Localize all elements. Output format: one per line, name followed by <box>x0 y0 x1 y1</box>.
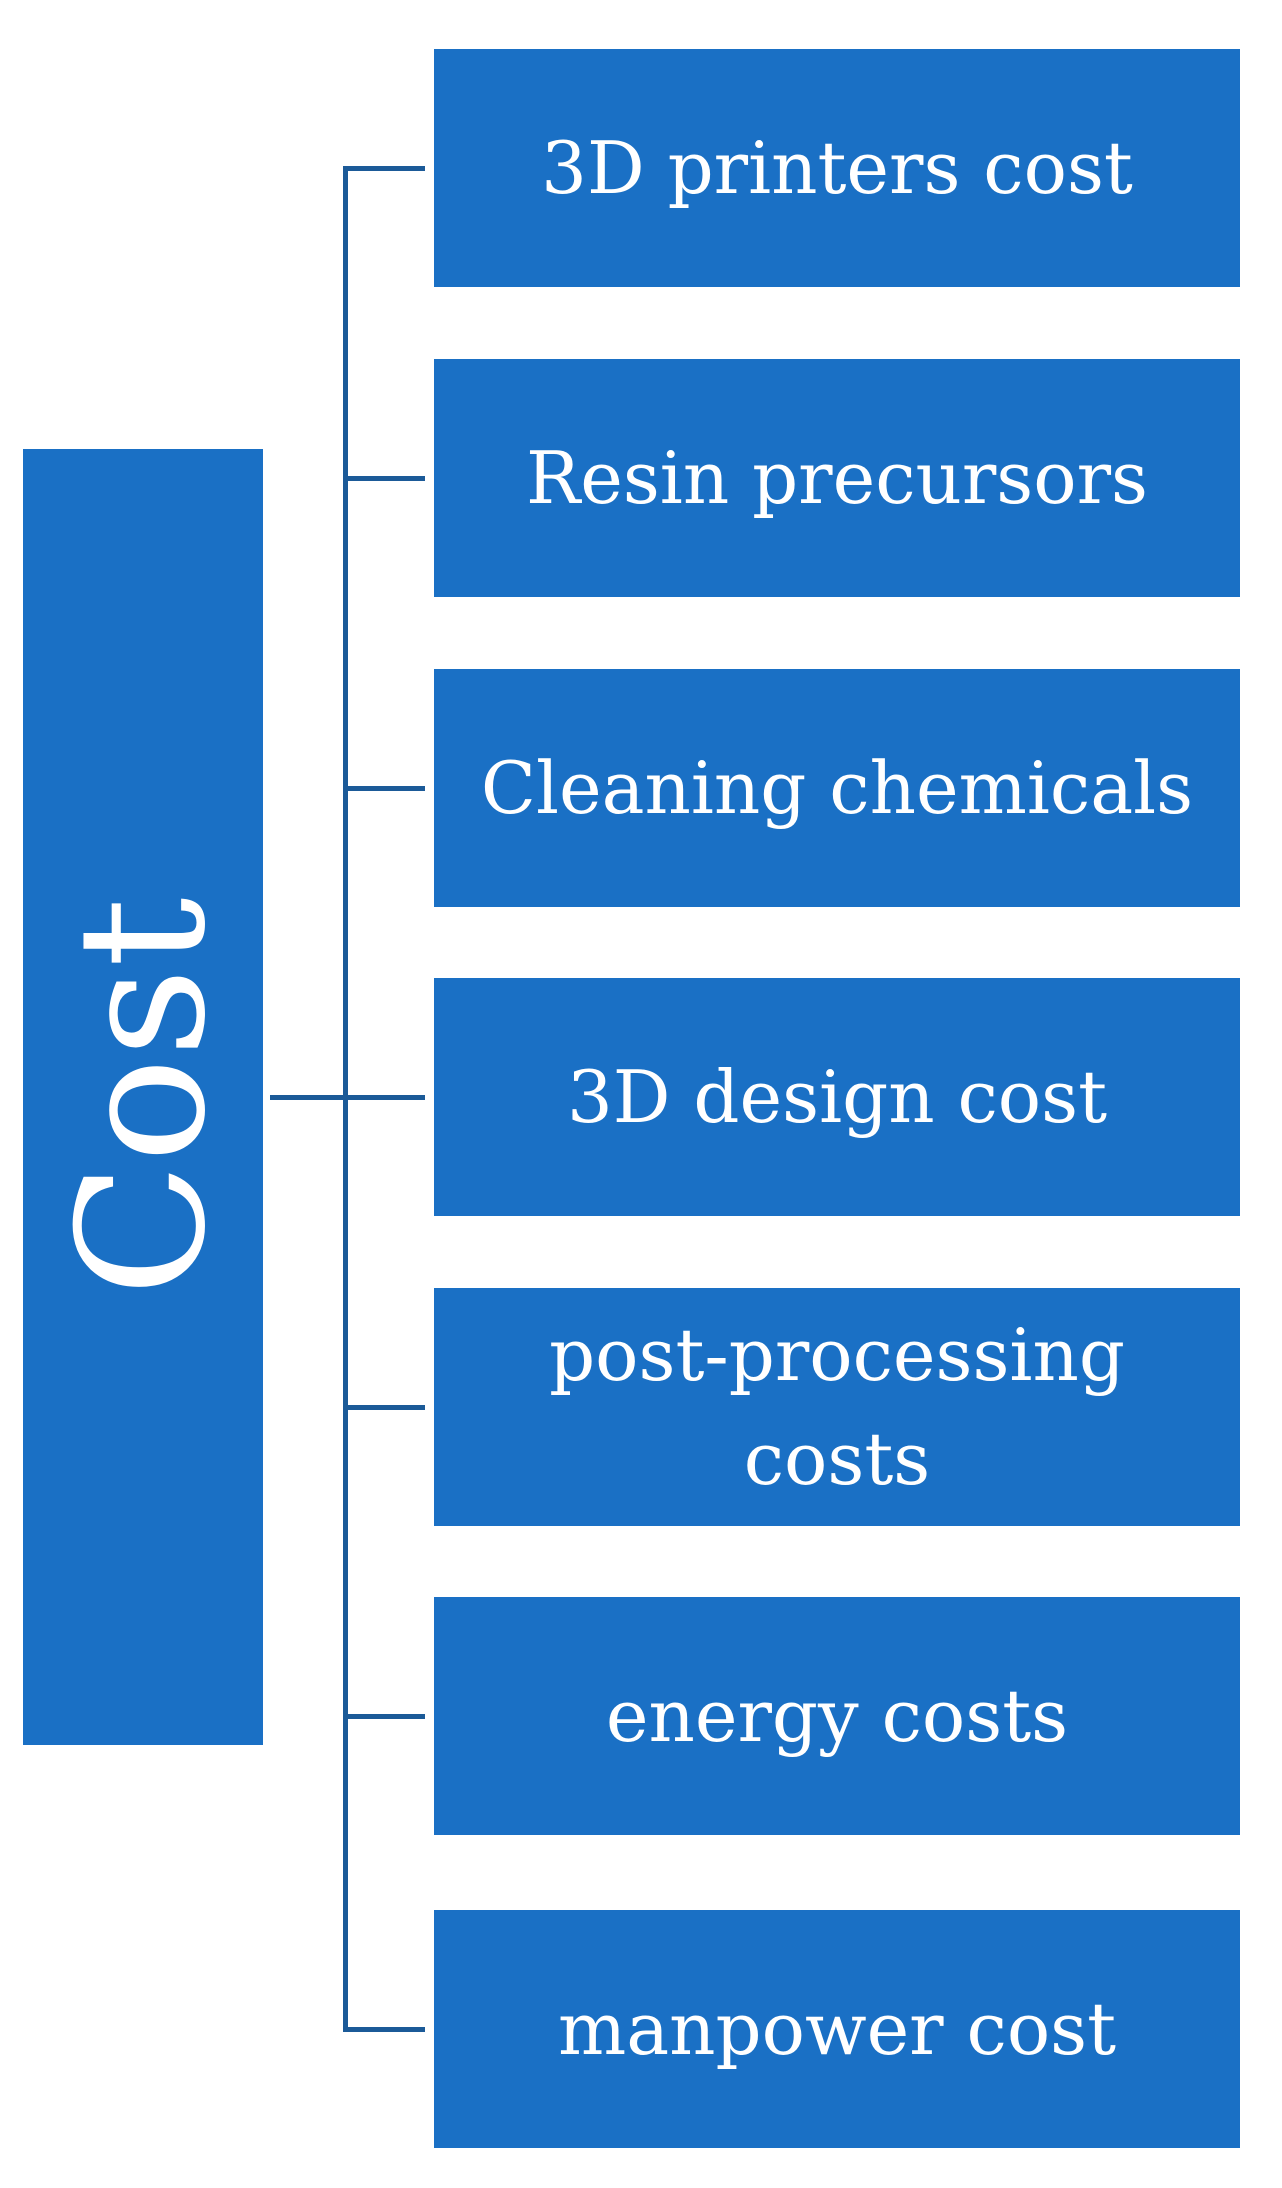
branch-line-6 <box>343 1714 425 1719</box>
child-node-label: manpower cost <box>557 1987 1117 2071</box>
child-node-label: Resin precursors <box>526 436 1148 520</box>
child-node-post-processing-costs: post-processing costs <box>434 1288 1240 1526</box>
root-node-label: Cost <box>41 897 245 1297</box>
child-node-label: post-processing costs <box>549 1312 1125 1501</box>
root-connector-line <box>270 1095 345 1100</box>
child-node-manpower-cost: manpower cost <box>434 1910 1240 2148</box>
child-node-label: Cleaning chemicals <box>480 746 1194 830</box>
child-node-label: energy costs <box>605 1674 1069 1758</box>
child-node-label: 3D design cost <box>567 1055 1107 1139</box>
child-node-3d-design-cost: 3D design cost <box>434 978 1240 1216</box>
root-node-box <box>23 449 263 1745</box>
child-node-3d-printers-cost: 3D printers cost <box>434 49 1240 287</box>
branch-line-5 <box>343 1405 425 1410</box>
branch-line-3 <box>343 786 425 791</box>
child-node-resin-precursors: Resin precursors <box>434 359 1240 597</box>
branch-line-4 <box>343 1095 425 1100</box>
branch-line-7 <box>343 2027 425 2032</box>
branch-line-2 <box>343 476 425 481</box>
branch-line-1 <box>343 166 425 171</box>
child-node-label: 3D printers cost <box>541 126 1133 210</box>
child-node-energy-costs: energy costs <box>434 1597 1240 1835</box>
child-node-cleaning-chemicals: Cleaning chemicals <box>434 669 1240 907</box>
